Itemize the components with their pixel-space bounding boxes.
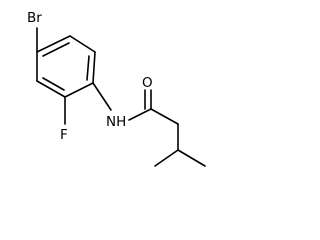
bond-c5-c6 — [36, 80, 66, 98]
bromine-label: Br — [27, 10, 42, 26]
bond-ch-methyl-2 — [154, 149, 179, 167]
fluorine-label: F — [60, 127, 68, 143]
bond-c3-c4 — [92, 51, 96, 84]
amide-nh-label: NH — [106, 114, 126, 130]
bond-ch-methyl-1 — [177, 149, 206, 167]
bond-c4-c5 — [64, 82, 94, 98]
benzene-ring — [36, 35, 96, 98]
double-bond-inner-c3-c4 — [86, 55, 90, 81]
bond-c-n — [92, 82, 112, 111]
carbonyl-oxygen-label: O — [142, 75, 153, 91]
chemical-structure-diagram: Br F NH O — [27, 10, 206, 167]
double-bond-inner-c1-c2 — [42, 42, 70, 57]
bond-carbonyl-ch2 — [150, 108, 179, 125]
double-bond-inner-c5-c6 — [42, 77, 65, 91]
bond-c2-c3 — [69, 35, 96, 53]
bond-c1-c2 — [36, 35, 71, 53]
bond-n-carbonyl — [128, 108, 152, 121]
